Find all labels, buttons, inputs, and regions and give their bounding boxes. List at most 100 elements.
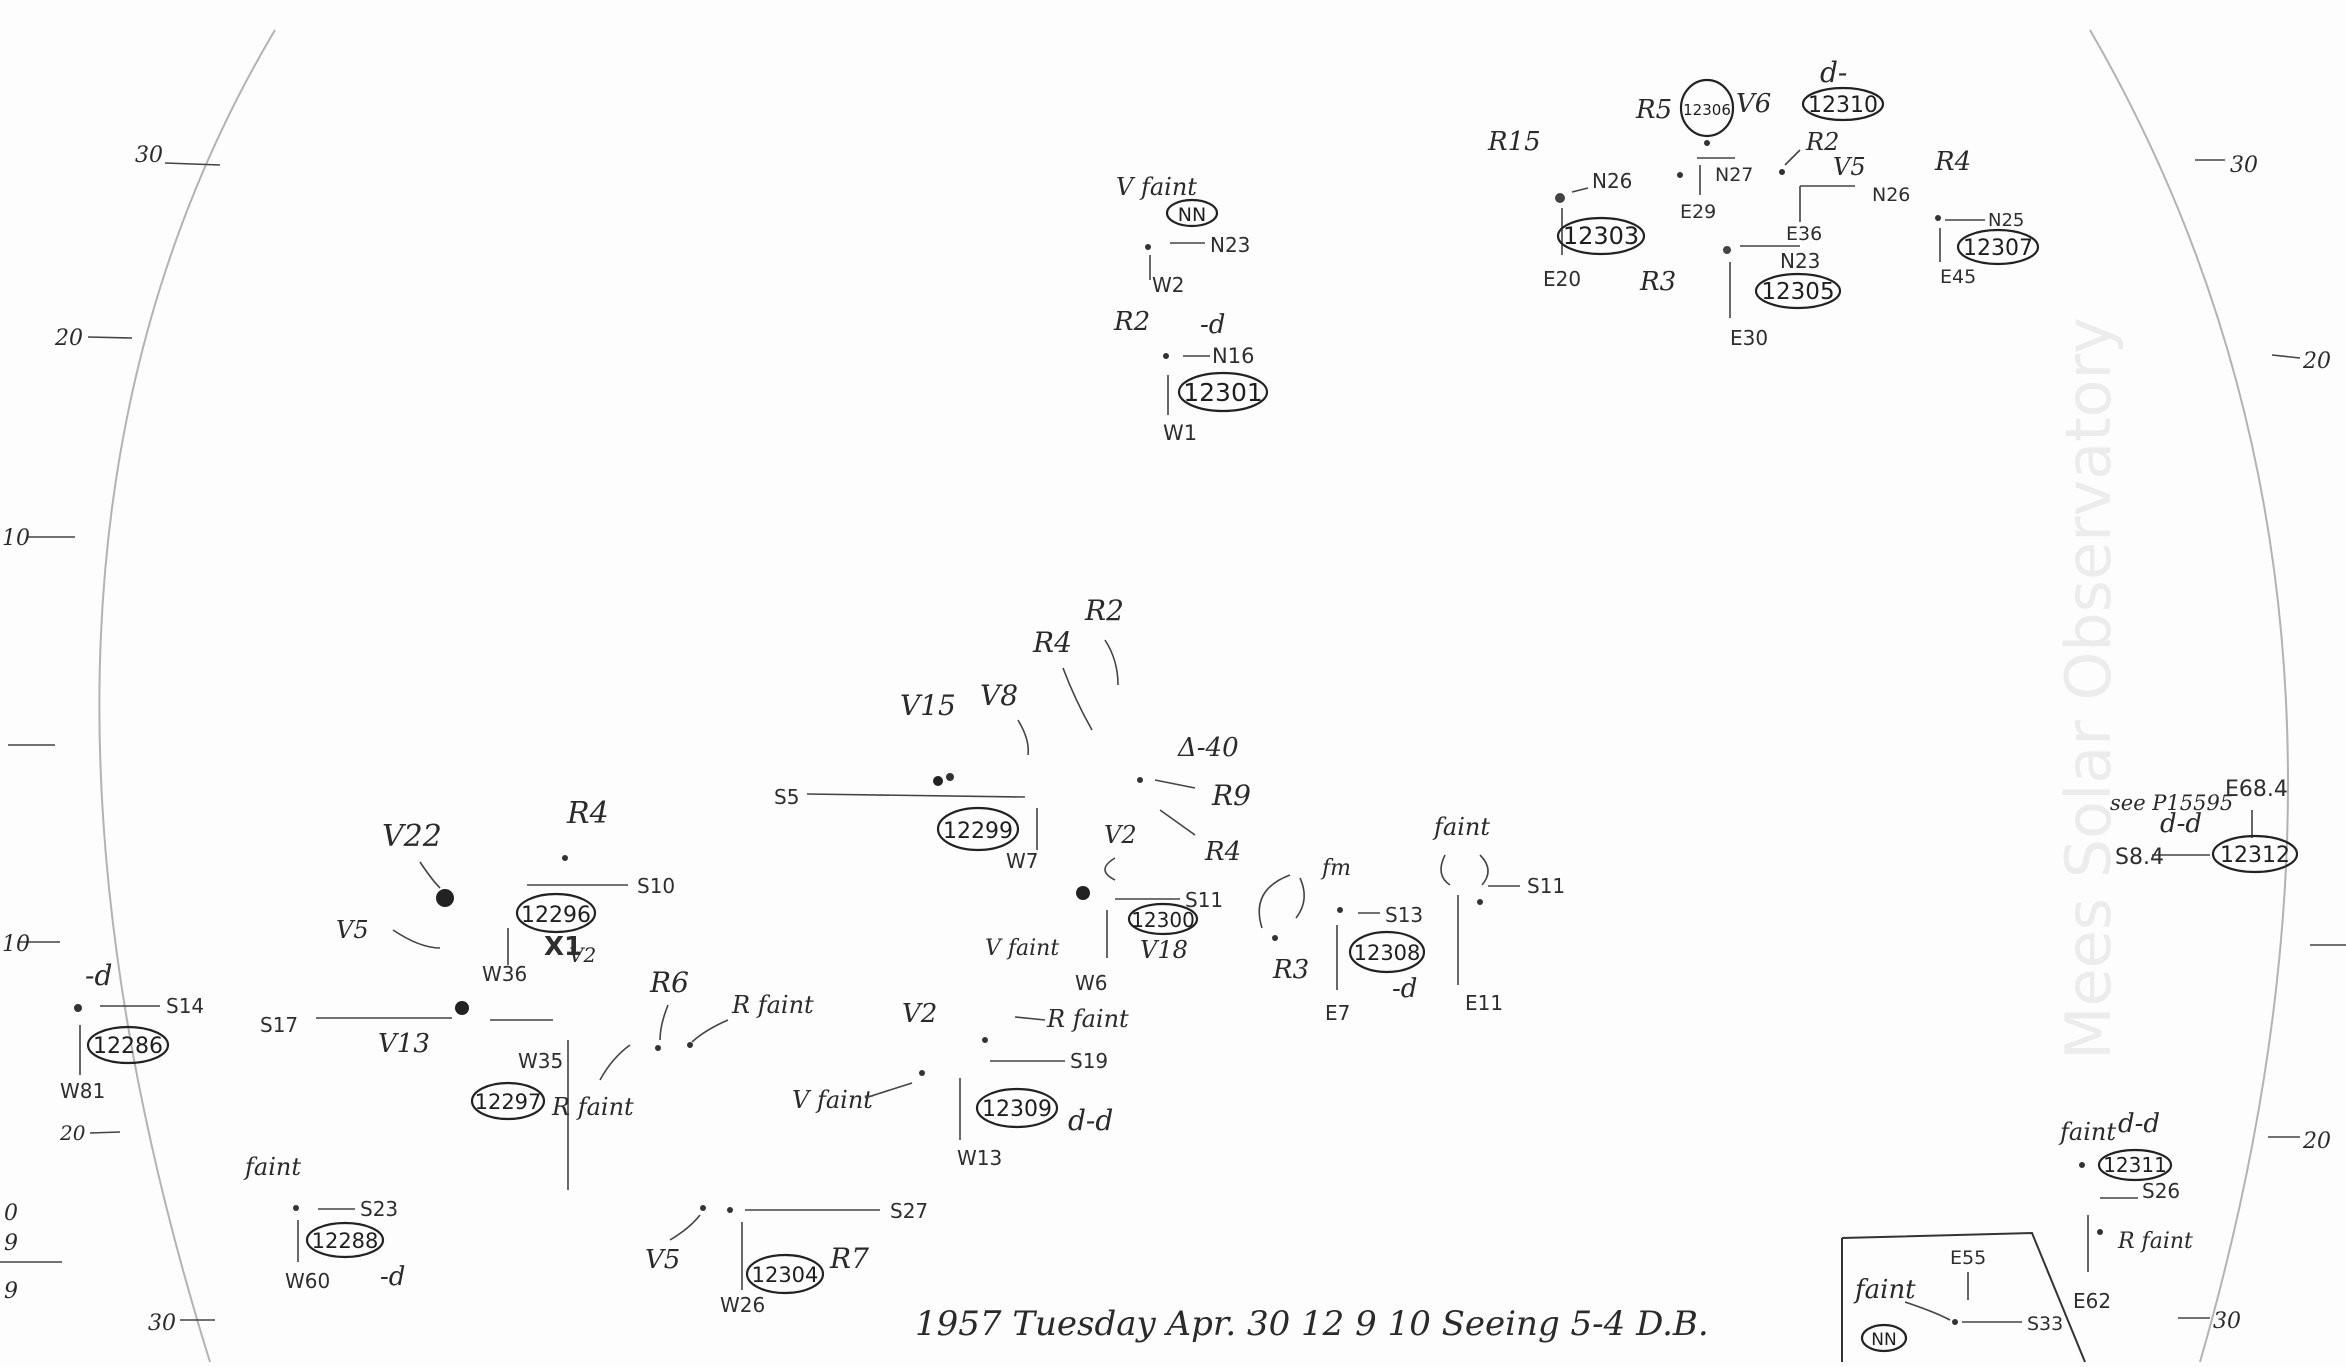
note: X1 <box>544 932 582 962</box>
left-mark-30b: 30 <box>148 1311 176 1336</box>
left-margin-marks: 30 20 10 10 20 0 9 9 30 <box>0 143 221 1336</box>
s-coord: S11 <box>1185 888 1223 912</box>
r-label: R5 <box>1635 95 1672 125</box>
r-label: R2 <box>1113 307 1150 337</box>
group-number-oval <box>305 1221 385 1259</box>
group-number: 12304 <box>752 1263 819 1287</box>
note: -d <box>1392 974 1417 1004</box>
e-coord: E11 <box>1465 991 1503 1015</box>
left-mark-20: 20 <box>54 326 83 351</box>
n-coord: N26 <box>1592 169 1632 193</box>
group-number: 12306 <box>1683 101 1731 119</box>
group-number: 12286 <box>93 1034 163 1059</box>
w-coord: W1 <box>1163 421 1197 445</box>
group-12301: 12301 R2 -d N16 W1 <box>1113 307 1269 445</box>
group-12309: 12309 S19 W13 V2 V faint R faint d-d <box>792 999 1129 1170</box>
group-number: 12288 <box>312 1229 379 1253</box>
group-number: NN <box>1871 1330 1896 1350</box>
group-number-oval <box>1956 228 2040 266</box>
group-12286: 12286 S14 W81 -d <box>60 959 204 1103</box>
group-number-oval <box>2097 1148 2173 1182</box>
group-12297: 12297 S17 W35 V13 R faint <box>260 1001 634 1190</box>
group-number-oval <box>1754 272 1842 310</box>
w-coord: W2 <box>1152 273 1185 297</box>
n-coord: N25 <box>1988 210 2024 231</box>
group-12312: 12312 see P15595 E68.4 d-d S8.4 <box>2110 777 2299 874</box>
group-number-oval <box>515 892 597 934</box>
tag: fm <box>1320 856 1351 881</box>
n-coord: N16 <box>1212 344 1254 368</box>
w-coord: W36 <box>482 962 527 986</box>
e-coord: E20 <box>1543 267 1581 291</box>
tag: faint <box>1432 813 1490 841</box>
s-coord: S13 <box>1385 903 1423 927</box>
note: -d <box>1200 310 1225 340</box>
group-number: 12309 <box>982 1097 1052 1122</box>
v-label: V5 <box>645 1245 680 1275</box>
note: -d <box>380 1262 405 1292</box>
w-coord: W60 <box>285 1269 330 1293</box>
v-label: V faint <box>1116 173 1197 201</box>
right-mark-30: 30 <box>2230 153 2258 178</box>
r-label: R faint <box>1046 1005 1129 1033</box>
v-label: V22 <box>382 819 442 854</box>
watermark: Mees Solar Observatory <box>2052 317 2125 1060</box>
group-number-oval <box>936 806 1020 852</box>
group-12308: 12308 S13 E7 R3 fm -d <box>1258 856 1426 1025</box>
solar-limb-left <box>98 29 276 1363</box>
note: -d <box>85 959 112 992</box>
r-faint-label: R faint <box>731 991 814 1019</box>
s-coord: S27 <box>890 1199 928 1223</box>
r6-cluster: R6 R faint <box>649 966 814 1051</box>
r-label: R4 <box>1934 147 1971 177</box>
r-label: R2 <box>1805 128 1839 156</box>
w-coord: W26 <box>720 1293 765 1317</box>
group-number: 12301 <box>1183 378 1263 407</box>
r-label: R7 <box>829 1242 869 1275</box>
n-coord: N23 <box>1780 249 1820 273</box>
delta-label: Δ-40 <box>1177 733 1239 763</box>
v-label: V6 <box>1736 89 1771 119</box>
w-coord: W81 <box>60 1079 105 1103</box>
r-label: R4 <box>566 796 609 831</box>
s-coord: S8.4 <box>2115 845 2164 870</box>
v-label: V5 <box>1833 153 1866 181</box>
r-label-2: R2 <box>1084 594 1124 627</box>
e-coord: E29 <box>1680 201 1716 223</box>
r-label: R faint <box>551 1093 634 1121</box>
e-coord: E62 <box>2073 1289 2111 1313</box>
left-mark-30: 30 <box>135 143 163 168</box>
watermark-text: Mees Solar Observatory <box>2052 317 2125 1060</box>
s-coord: S19 <box>1070 1049 1108 1073</box>
group-number: 12303 <box>1563 222 1639 250</box>
group-12310: 12310 d- R2 V5 N26 E36 <box>1779 56 1910 245</box>
v-label-2: V faint <box>792 1086 873 1114</box>
fraction-mid: 9 <box>4 1231 18 1256</box>
w-coord: W13 <box>957 1146 1002 1170</box>
group-12305: 12305 R3 N23 E30 <box>1639 245 1842 350</box>
group-number: 12310 <box>1808 93 1878 118</box>
footer-caption: 1957 Tuesday Apr. 30 12 9 10 Seeing 5-4 … <box>915 1304 1709 1344</box>
tag: faint <box>243 1153 301 1181</box>
inset-box <box>1841 1231 2086 1363</box>
r-label: R faint <box>2117 1229 2193 1254</box>
group-number: 12296 <box>521 903 591 928</box>
r-label: R3 <box>1272 955 1309 985</box>
tag: faint <box>1853 1275 1916 1305</box>
e-coord: E45 <box>1940 266 1976 288</box>
note: d- <box>1820 56 1847 89</box>
right-mark-20b: 20 <box>2302 1129 2331 1154</box>
r6-label: R6 <box>649 966 689 999</box>
r-label: R3 <box>1639 267 1676 297</box>
v-label: V13 <box>378 1029 430 1059</box>
s-coord: S33 <box>2027 1313 2063 1335</box>
v-label: V2 <box>902 999 937 1029</box>
v-label: V15 <box>900 689 956 722</box>
group-12306: 12306 R5 V6 N27 E29 <box>1635 78 1771 223</box>
group-number-oval <box>745 1253 825 1295</box>
s-coord: S14 <box>166 994 204 1018</box>
note: d-d <box>2160 809 2202 839</box>
group-number: 12297 <box>475 1090 542 1114</box>
s-coord: S11 <box>1527 874 1565 898</box>
